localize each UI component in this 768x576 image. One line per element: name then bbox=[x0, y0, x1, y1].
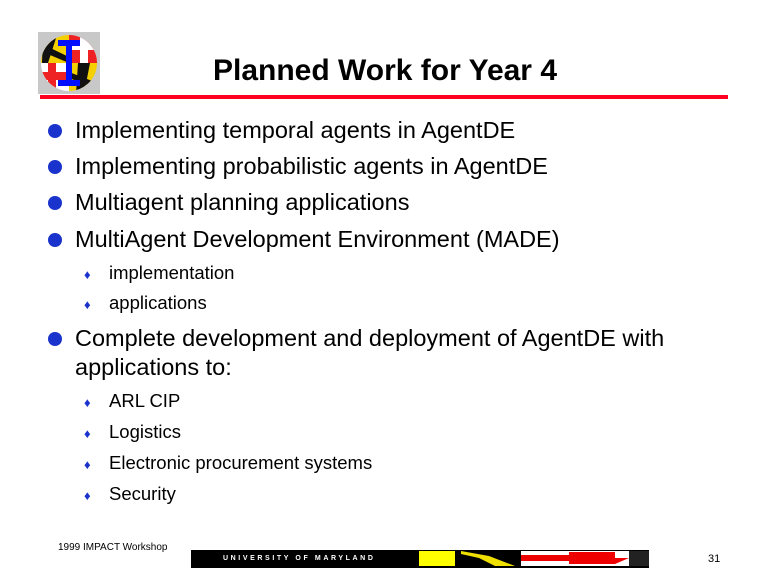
diamond-bullet-icon: ♦ bbox=[84, 267, 91, 282]
bullet-text: Implementing probabilistic agents in Age… bbox=[75, 153, 548, 179]
title-divider bbox=[40, 95, 728, 99]
sub-bullet-text: applications bbox=[109, 292, 207, 313]
bullet-text: Complete development and deployment of A… bbox=[75, 325, 665, 351]
diamond-bullet-icon: ♦ bbox=[84, 457, 91, 472]
bullet-dot-icon bbox=[48, 196, 62, 210]
university-logo-icon bbox=[38, 32, 100, 94]
sub-bullet-text: ARL CIP bbox=[109, 390, 181, 411]
diamond-bullet-icon: ♦ bbox=[84, 395, 91, 410]
sub-bullet-text: Electronic procurement systems bbox=[109, 452, 373, 473]
bullet-text: MultiAgent Development Environment (MADE… bbox=[75, 226, 560, 252]
bullet-text-continued: applications to: bbox=[75, 354, 232, 380]
bullet-dot-icon bbox=[48, 233, 62, 247]
sub-bullet-text: implementation bbox=[109, 262, 235, 283]
bullet-dot-icon bbox=[48, 332, 62, 346]
diamond-bullet-icon: ♦ bbox=[84, 297, 91, 312]
bullet-text: Multiagent planning applications bbox=[75, 189, 410, 215]
maryland-flag-strip-icon bbox=[419, 551, 649, 566]
footer-text: 1999 IMPACT Workshop bbox=[58, 542, 168, 553]
sub-bullet-text: Security bbox=[109, 483, 176, 504]
page-number: 31 bbox=[708, 553, 721, 565]
diamond-bullet-icon: ♦ bbox=[84, 426, 91, 441]
university-banner: UNIVERSITY OF MARYLAND bbox=[191, 550, 649, 568]
university-name: UNIVERSITY OF MARYLAND bbox=[223, 555, 376, 562]
bullet-dot-icon bbox=[48, 160, 62, 174]
bullet-dot-icon bbox=[48, 124, 62, 138]
slide-title: Planned Work for Year 4 bbox=[212, 54, 558, 87]
sub-bullet-text: Logistics bbox=[109, 421, 181, 442]
bullet-text: Implementing temporal agents in AgentDE bbox=[75, 117, 516, 143]
diamond-bullet-icon: ♦ bbox=[84, 488, 91, 503]
